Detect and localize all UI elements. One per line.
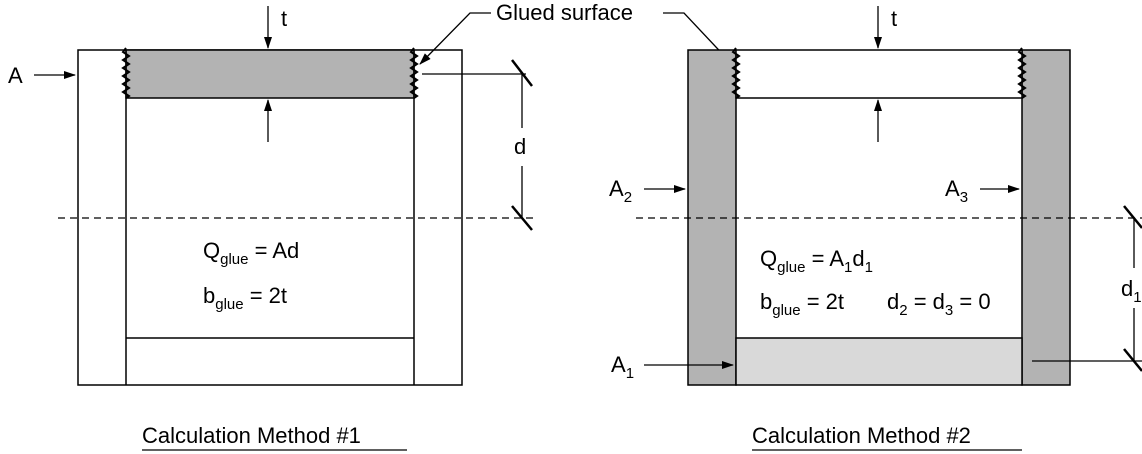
method1-t-label: t — [281, 6, 287, 31]
glued-surface-label: Glued surface — [496, 0, 633, 25]
method2-a1-label: A1 — [611, 352, 634, 382]
method2-a3-label: A3 — [945, 176, 968, 206]
method2-d1-tick-bottom — [1123, 348, 1142, 372]
method2-d1-label: d1 — [1121, 276, 1142, 306]
method1-glue-zigzag-left — [121, 47, 131, 99]
method1-area-label: A — [8, 63, 23, 88]
method1-caption: Calculation Method #1 — [142, 423, 361, 448]
method1-d-tick-top — [511, 59, 533, 87]
method1-b-glue-equation: bglue = 2t — [203, 283, 287, 313]
method1-d-tick-bottom — [511, 205, 533, 231]
glued-surface-leader-left — [419, 12, 491, 65]
method2-q-glue-equation: Qglue = A1d1 — [760, 246, 873, 276]
method2-glue-zigzag-right — [1017, 47, 1027, 99]
method1-q-glue-equation: Qglue = Ad — [203, 238, 299, 268]
method2-section: t A2 A3 A1 d1 Qglue = A1d1 bglue = 2t d2… — [609, 6, 1142, 451]
method2-d1-tick-top — [1123, 205, 1142, 229]
method1-d-label: d — [514, 134, 526, 159]
method2-glue-zigzag-left — [731, 47, 741, 99]
glued-surface-callout: Glued surface — [419, 0, 732, 65]
method2-b-glue-equation: bglue = 2t — [760, 289, 844, 319]
method1-top-flange-shaded — [125, 49, 415, 99]
method2-d2-d3-equation: d2 = d3 = 0 — [887, 289, 991, 319]
method2-a2-label: A2 — [609, 176, 632, 206]
method1-section: t A d Qglue = Ad bglue = 2t Calculation … — [8, 6, 536, 451]
method1-glue-zigzag-right — [409, 47, 419, 99]
method2-top-flange — [735, 49, 1023, 99]
method2-t-label: t — [891, 6, 897, 31]
method2-caption: Calculation Method #2 — [752, 423, 971, 448]
glued-surface-leader-right — [663, 12, 732, 64]
method2-bottom-flange-shaded — [735, 337, 1023, 386]
